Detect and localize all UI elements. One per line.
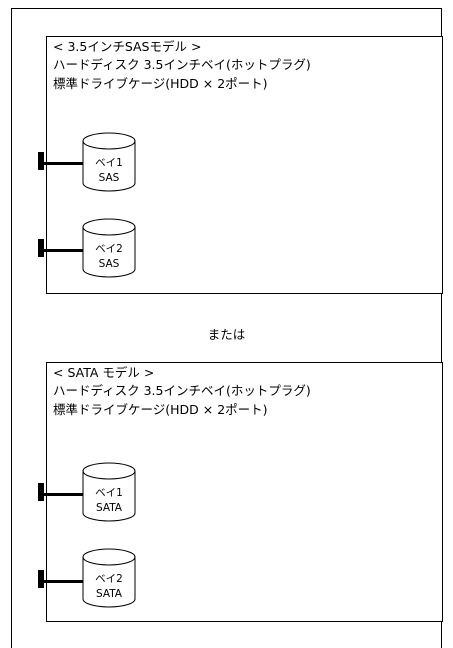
sata-bay1-connector [38, 483, 44, 501]
drive-cylinder-icon [82, 218, 136, 278]
sas-model-title: < 3.5インチSASモデル > [53, 39, 202, 54]
sas-bay2-connector [38, 239, 44, 257]
drive-cylinder-icon [82, 132, 136, 192]
sata-bay1-name: ベイ1 [95, 487, 123, 499]
sas-cage-description: 標準ドライブケージ(HDD × 2ポート) [53, 76, 268, 91]
drive-cylinder-icon [82, 548, 136, 608]
sas-bay2-name: ベイ2 [95, 243, 123, 255]
sata-bay2-name: ベイ2 [95, 573, 123, 585]
sata-bay2-drive: ベイ2 SATA [82, 548, 136, 608]
sata-cage-description: 標準ドライブケージ(HDD × 2ポート) [53, 402, 268, 417]
sas-bay1-connector [38, 152, 44, 170]
sata-bay2-connector [38, 570, 44, 588]
sata-bay2-type: SATA [95, 588, 122, 600]
sas-bay1-drive: ベイ1 SAS [82, 132, 136, 192]
sas-bay2-type: SAS [98, 258, 120, 270]
sas-bay-description: ハードディスク 3.5インチベイ(ホットプラグ) [53, 57, 311, 72]
sata-model-panel: < SATA モデル > ハードディスク 3.5インチベイ(ホットプラグ) 標準… [46, 362, 443, 622]
sata-bay2-link [44, 580, 86, 583]
sas-bay1-name: ベイ1 [95, 157, 123, 169]
sata-model-title: < SATA モデル > [53, 365, 155, 380]
or-separator: または [207, 327, 246, 342]
drive-cylinder-icon [82, 462, 136, 522]
sas-bay1-link [44, 162, 86, 165]
sata-bay1-type: SATA [95, 502, 122, 514]
sata-bay-description: ハードディスク 3.5インチベイ(ホットプラグ) [53, 383, 311, 398]
sata-bay1-drive: ベイ1 SATA [82, 462, 136, 522]
page-frame [11, 8, 442, 648]
sas-bay2-link [44, 249, 86, 252]
sas-bay1-type: SAS [98, 172, 120, 184]
sata-bay1-link [44, 493, 86, 496]
sas-bay2-drive: ベイ2 SAS [82, 218, 136, 278]
